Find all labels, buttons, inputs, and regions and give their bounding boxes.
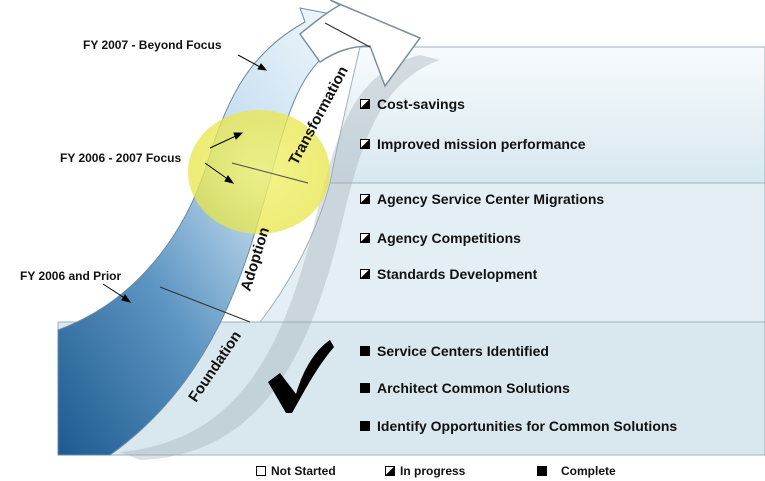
item-service-centers-identified: Service Centers Identified	[360, 343, 549, 359]
legend-not-started: Not Started	[256, 464, 336, 478]
not-started-icon	[256, 466, 266, 476]
in-progress-icon	[360, 194, 370, 204]
focus-label-fy2006-2007: FY 2006 - 2007 Focus	[60, 151, 182, 165]
item-architect-common-solutions: Architect Common Solutions	[360, 380, 570, 396]
item-label: Cost-savings	[377, 96, 465, 112]
in-progress-icon	[360, 139, 370, 149]
legend-label: Complete	[561, 464, 616, 478]
item-label: Architect Common Solutions	[377, 380, 570, 396]
legend-label: In progress	[400, 464, 466, 478]
item-label: Standards Development	[377, 266, 538, 282]
checkmark-icon	[268, 340, 334, 413]
complete-icon	[360, 421, 370, 431]
complete-icon	[360, 346, 370, 356]
item-label: Agency Competitions	[377, 230, 521, 246]
focus-label-fy2006-prior: FY 2006 and Prior	[20, 269, 122, 283]
pointer-arrows	[102, 54, 268, 303]
item-cost-savings: Cost-savings	[360, 96, 465, 112]
in-progress-icon	[385, 466, 395, 476]
item-label: Service Centers Identified	[377, 343, 549, 359]
focus-label-fy2007: FY 2007 - Beyond Focus	[83, 38, 222, 52]
transformation-divider	[324, 22, 371, 48]
in-progress-icon	[360, 269, 370, 279]
legend-label: Not Started	[271, 464, 336, 478]
foundation-divider	[159, 286, 251, 323]
item-label: Identify Opportunities for Common Soluti…	[377, 418, 678, 434]
focus-highlight	[188, 110, 330, 234]
item-agency-competitions: Agency Competitions	[360, 230, 521, 246]
legend-in-progress: In progress	[385, 464, 465, 478]
item-identify-opportunities: Identify Opportunities for Common Soluti…	[360, 418, 677, 434]
item-standards-development: Standards Development	[360, 266, 537, 282]
complete-icon	[537, 466, 547, 476]
item-label: Agency Service Center Migrations	[377, 191, 605, 207]
in-progress-icon	[360, 99, 370, 109]
complete-icon	[360, 383, 370, 393]
item-mission-performance: Improved mission performance	[360, 136, 586, 152]
legend-complete: Complete	[537, 464, 616, 478]
item-service-center-migrations: Agency Service Center Migrations	[360, 191, 604, 207]
item-label: Improved mission performance	[377, 136, 586, 152]
in-progress-icon	[360, 233, 370, 243]
